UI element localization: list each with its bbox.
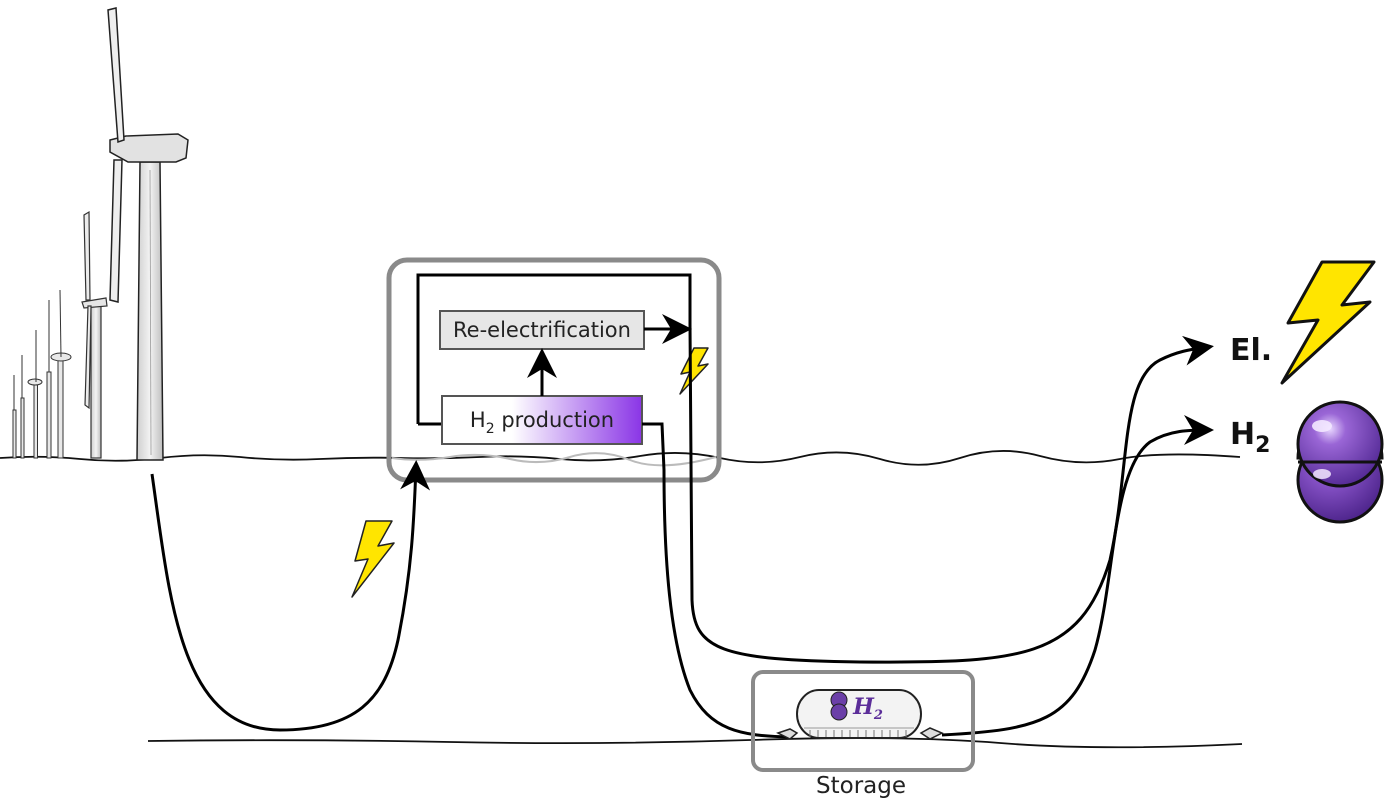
reelectrification-label: Re-electrification — [453, 318, 631, 342]
reelectrification-box: Re-electrification — [439, 310, 645, 350]
wind-turbine-icon — [12, 289, 72, 459]
svg-text:H2: H2 — [1230, 417, 1270, 458]
power-cable-turbine — [150, 460, 431, 732]
h2-production-sub: 2 — [486, 421, 495, 437]
svg-text:H2: H2 — [852, 694, 883, 723]
hydrogen-tank-icon: H2 — [776, 689, 944, 740]
wind-farm — [12, 7, 189, 461]
lightning-bolt-icon — [679, 347, 709, 395]
tank-label-h: H — [852, 694, 875, 720]
sea-surface — [0, 450, 1241, 466]
wind-turbine-icon — [81, 210, 108, 459]
h2-pipeline-to-storage — [642, 422, 791, 739]
svg-text:H2 production: H2 production — [470, 408, 614, 437]
h2-production-rest: production — [495, 408, 614, 432]
h2-pipeline-to-shore — [941, 415, 1214, 737]
offshore-platform-box — [386, 257, 722, 483]
output-h2-h: H — [1230, 417, 1255, 452]
output-electricity-label: El. — [1230, 333, 1272, 368]
wind-turbine-icon — [107, 7, 189, 461]
electricity-export-cable — [688, 324, 1214, 664]
lightning-bolt-icon — [1280, 260, 1376, 385]
h2-production-h: H — [470, 408, 486, 432]
tank-label-sub: 2 — [873, 708, 883, 723]
hydrogen-molecule-icon — [1296, 400, 1384, 524]
sea-floor — [147, 737, 1243, 749]
output-h2-sub: 2 — [1255, 433, 1270, 458]
lightning-bolt-icon — [351, 520, 395, 598]
storage-box — [751, 670, 975, 772]
storage-label: Storage — [816, 773, 906, 799]
platform-power-line — [416, 273, 692, 424]
h2-production-box: H2 production — [441, 395, 643, 445]
